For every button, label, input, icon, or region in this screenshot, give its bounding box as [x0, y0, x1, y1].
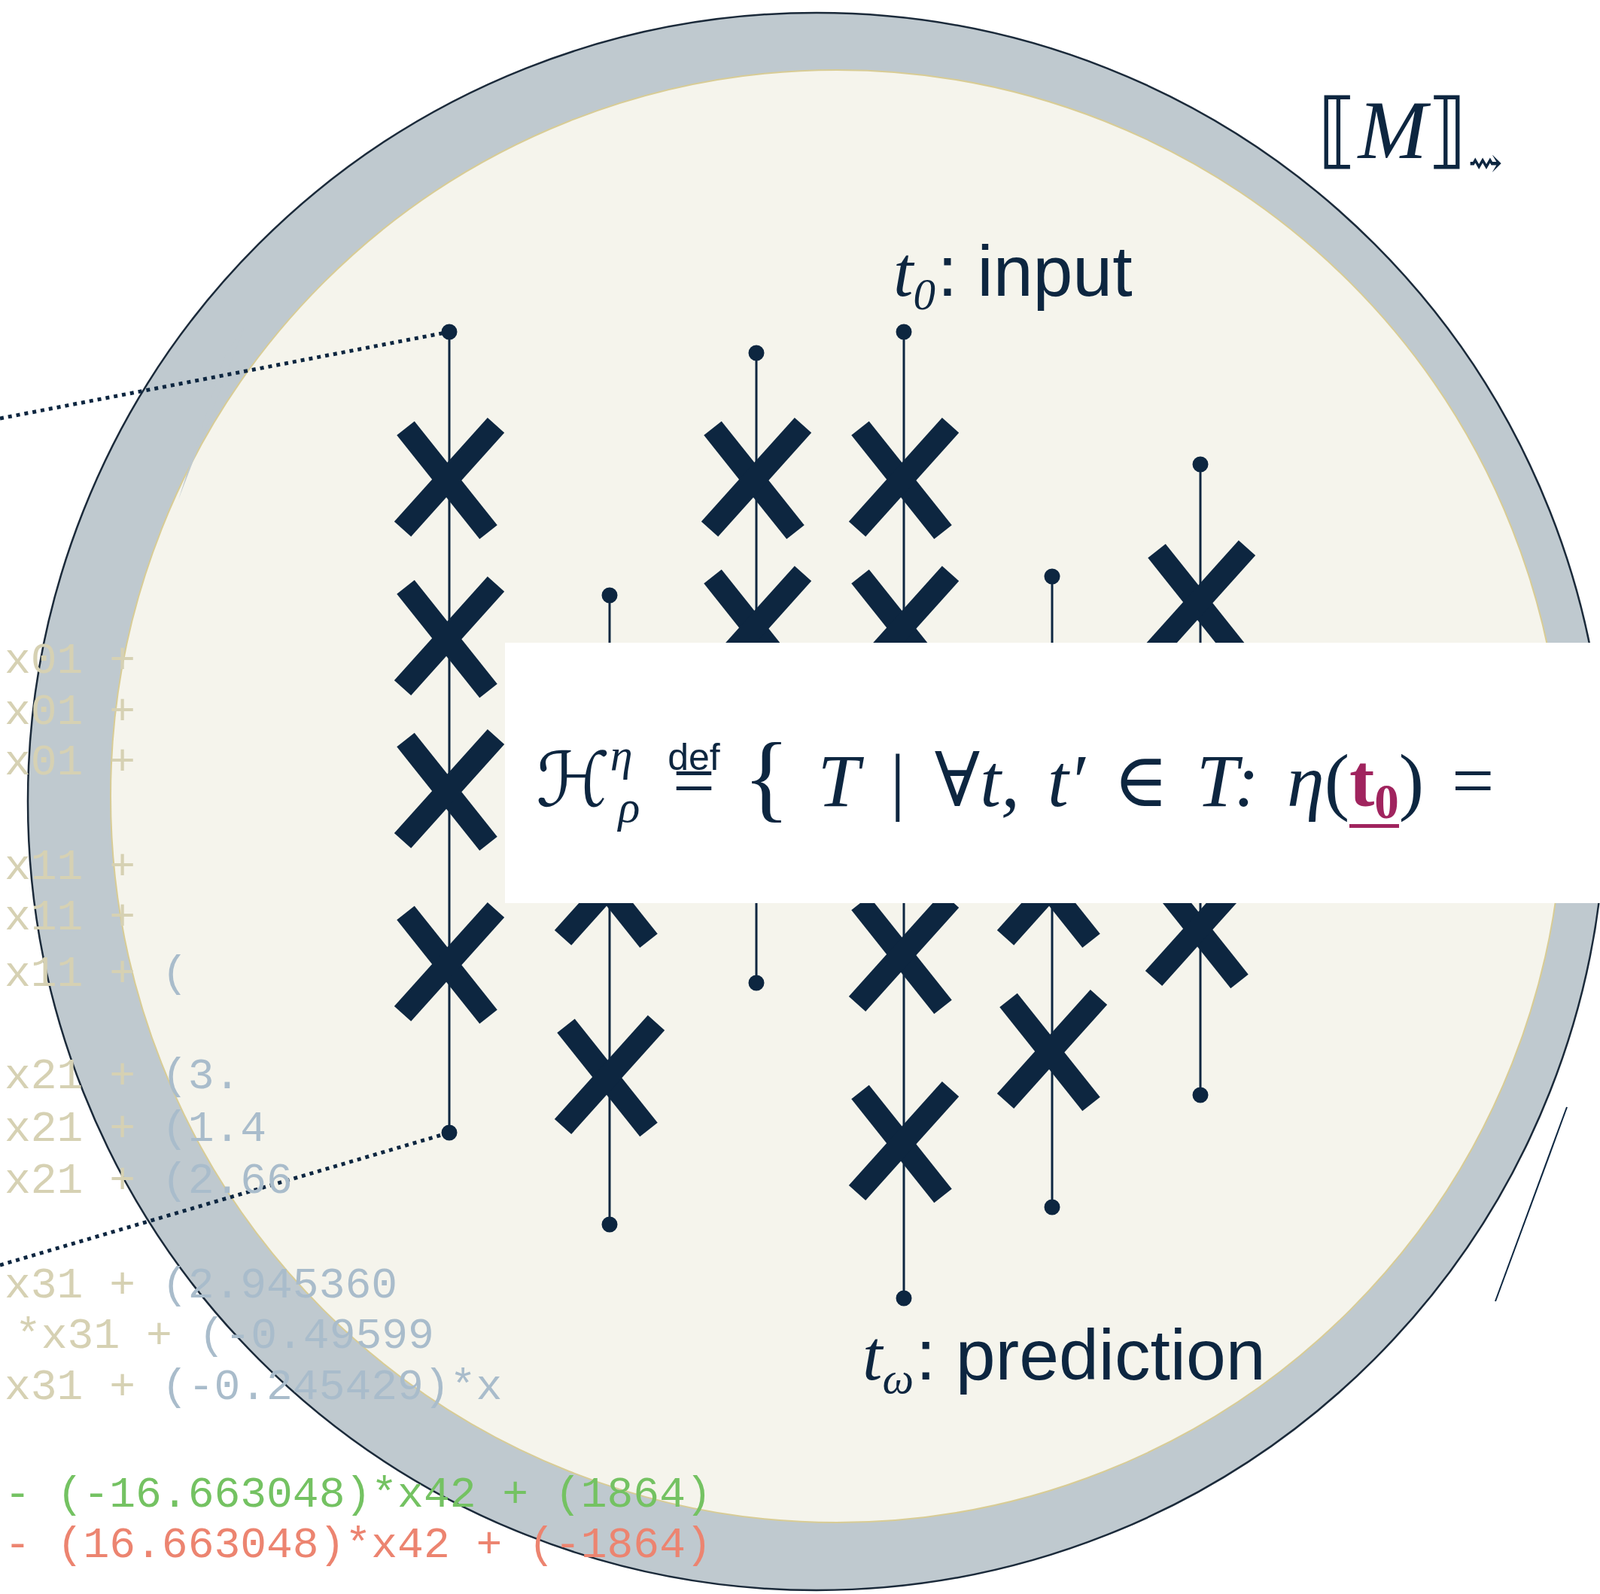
text-run: (-0.245429)*x: [161, 1362, 502, 1412]
code-fragment: *x31 + (-0.49599: [15, 1314, 435, 1359]
text-run: x11 +: [4, 893, 136, 943]
text-run: ⇝: [1468, 139, 1503, 186]
code-fragment: - (-16.663048)*x42 + (1864): [4, 1473, 712, 1518]
text-run: [639, 739, 668, 823]
code-fragment: x21 + (3.: [4, 1055, 241, 1099]
zoom-lines: [0, 331, 450, 1266]
input-label: t0: input: [893, 228, 1133, 315]
text-run: x01 +: [4, 687, 136, 737]
trace-lines: [442, 325, 1208, 1305]
code-fragment: x31 + (-0.245429)*x: [4, 1365, 502, 1410]
text-run: x31 +: [4, 1362, 162, 1412]
text-run: - (16.663048)*x42 + (-1864): [4, 1520, 712, 1570]
code-fragment: x21 + (1.4: [4, 1107, 267, 1152]
code-fragment: x11 +: [4, 845, 136, 890]
text-run: ℋ: [535, 739, 611, 823]
text-run: η: [610, 730, 633, 780]
text-run: (3.: [161, 1052, 241, 1102]
text-run: : prediction: [915, 1314, 1266, 1395]
text-run: : input: [937, 231, 1133, 311]
text-run: def: [667, 736, 721, 779]
text-run: (2.945360: [161, 1261, 398, 1311]
text-run: t: [1349, 739, 1375, 823]
text-run: - (-16.663048)*x42 + (1864): [4, 1470, 712, 1520]
text-run: x01 +: [4, 738, 136, 788]
cross-marks: [402, 425, 1248, 1196]
text-run: 0: [1374, 774, 1400, 829]
text-run: ω: [882, 1353, 914, 1403]
text-run: (1.4: [161, 1104, 267, 1154]
text-run: {: [742, 722, 790, 831]
text-run: x31 +: [4, 1261, 162, 1311]
text-run: ) =: [1399, 739, 1495, 823]
text-run: (: [161, 949, 189, 999]
text-run: (-0.49599: [198, 1311, 435, 1361]
formula: ℋηρ def= { T | ∀t, t′ ∈ T: η(t0) =: [535, 709, 1495, 837]
text-run: x21 +: [4, 1156, 162, 1206]
text-run: M: [1357, 84, 1427, 177]
code-fragment: x11 + (: [4, 952, 189, 997]
text-run: x21 +: [4, 1104, 162, 1154]
text-run: t: [862, 1315, 883, 1396]
text-run: x01 +: [4, 636, 136, 686]
text-run: *x31 +: [15, 1311, 199, 1361]
text-run: (: [1324, 739, 1350, 823]
text-run: x21 +: [4, 1052, 162, 1102]
text-run: t: [893, 231, 913, 312]
formula-box: ℋηρ def= { T | ∀t, t′ ∈ T: η(t0) =: [504, 642, 1600, 904]
code-fragment: x21 + (2.66: [4, 1159, 293, 1204]
text-run: ρ: [617, 781, 640, 832]
text-run: ⟦: [1317, 84, 1358, 177]
text-run: 0: [912, 270, 935, 320]
prediction-label: tω: prediction: [862, 1311, 1266, 1399]
code-fragment: - (16.663048)*x42 + (-1864): [4, 1523, 712, 1568]
text-run: x11 +: [4, 842, 136, 892]
code-fragment: x11 +: [4, 896, 136, 940]
code-fragment: x31 + (2.945360: [4, 1264, 398, 1308]
text-run: x11 +: [4, 949, 162, 999]
text-run: (2.66: [161, 1156, 293, 1206]
code-fragment: x01 +: [4, 639, 136, 684]
text-run: t0: [1349, 739, 1400, 828]
code-fragment: x01 +: [4, 690, 136, 735]
code-fragment: x01 +: [4, 741, 136, 785]
model-label: ⟦M⟧⇝: [1317, 80, 1503, 180]
text-run: T | ∀t, t′ ∈ T: η: [790, 739, 1325, 823]
text-run: ⟧: [1426, 84, 1468, 177]
